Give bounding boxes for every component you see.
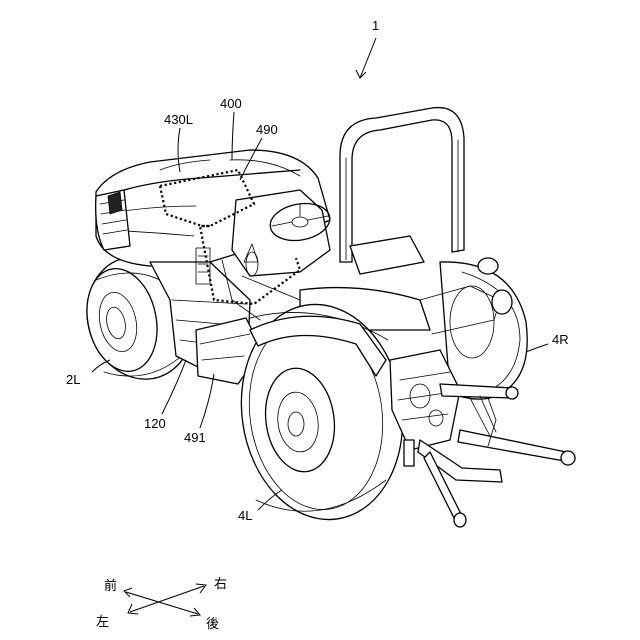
label-bonnet: 400	[220, 96, 242, 111]
direction-label-front: 前	[104, 578, 117, 594]
arrowhead-left-icon	[128, 604, 138, 614]
label-front-left-wheel: 2L	[66, 372, 80, 387]
direction-label-right: 右	[214, 577, 227, 592]
label-body-frame: 120	[144, 416, 166, 431]
label-step-part: 491	[184, 430, 206, 445]
direction-axis-front-rear	[126, 592, 198, 614]
direction-indicator: 前 右 左 後	[96, 577, 227, 632]
label-rear-right-wheel: 4R	[552, 332, 569, 347]
direction-axis-left-right	[130, 586, 204, 612]
direction-label-left: 左	[96, 615, 109, 630]
leader-line-1	[360, 38, 376, 78]
label-assembly: 1	[372, 18, 379, 33]
label-dashed-region: 490	[256, 122, 278, 137]
leader-line-1-arrowhead	[356, 70, 366, 78]
label-rear-left-wheel: 4L	[238, 508, 252, 523]
leader-line-4R	[526, 344, 548, 352]
leader-line-491	[200, 374, 214, 428]
label-bonnet-left-part: 430L	[164, 112, 193, 127]
direction-label-rear: 後	[206, 617, 219, 632]
